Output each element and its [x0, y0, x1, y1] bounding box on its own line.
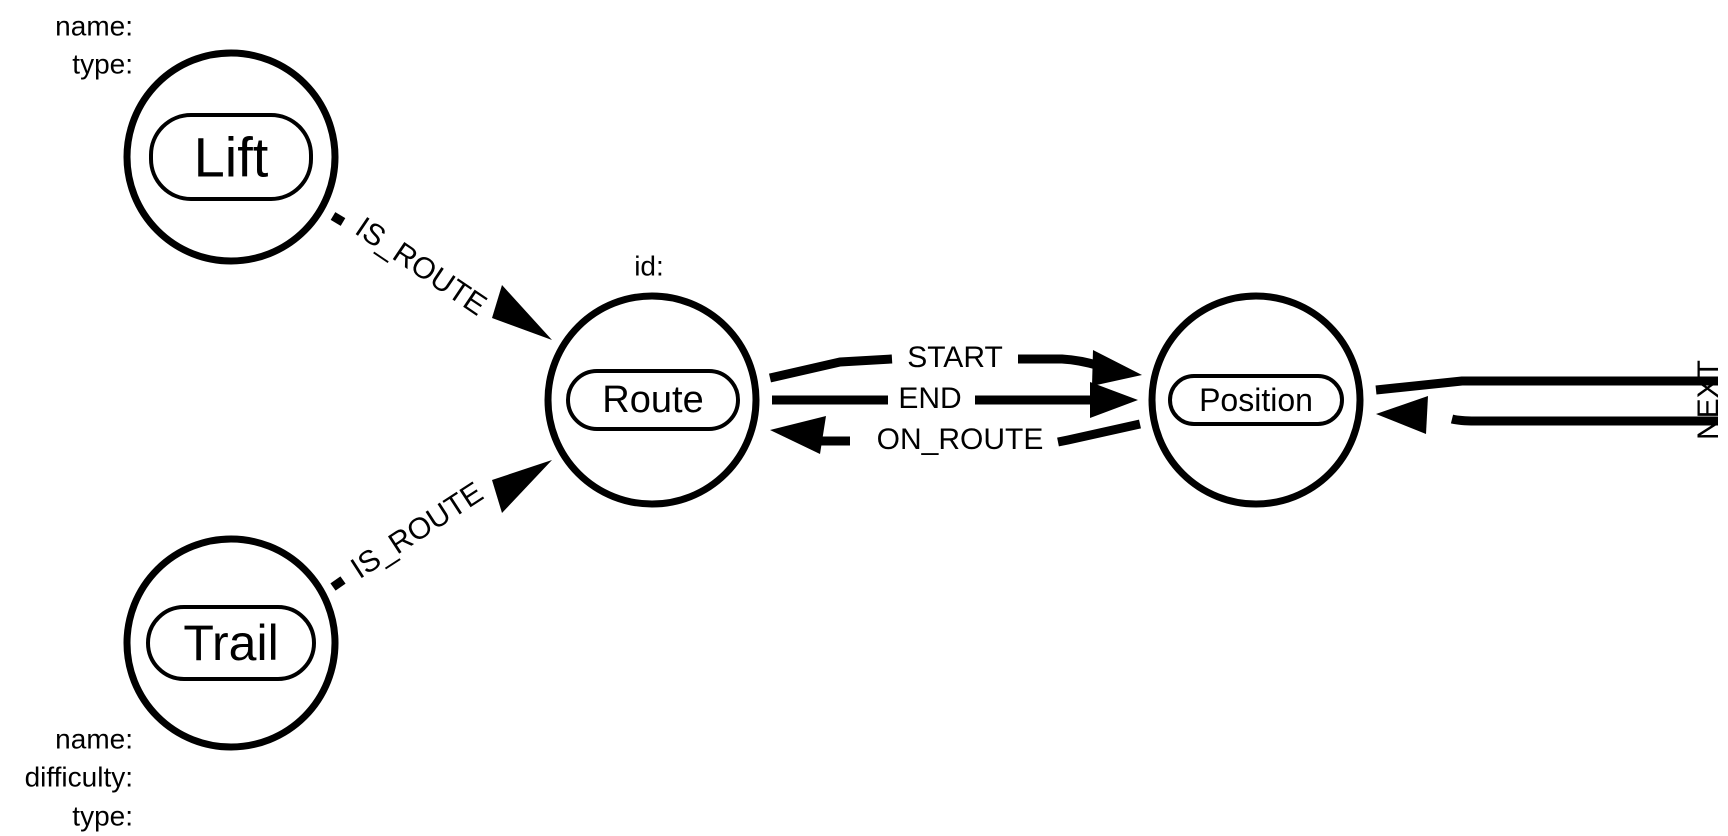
node-position[interactable]: Position	[1148, 292, 1364, 508]
edge-lift-is-route: IS_ROUTE	[330, 211, 552, 340]
node-lift[interactable]: Lift	[123, 49, 339, 265]
edge-start: START	[768, 341, 1142, 386]
node-label-pill-lift	[149, 113, 313, 201]
lift-property-name: name:	[55, 10, 133, 41]
edge-end: END	[772, 382, 1138, 418]
node-label-trail: Trail	[183, 615, 278, 671]
edge-label-on-route: ON_ROUTE	[877, 423, 1044, 456]
node-label-lift: Lift	[194, 126, 269, 189]
edge-label-lift-is-route: IS_ROUTE	[349, 211, 492, 322]
edge-label-start: START	[907, 341, 1003, 374]
node-label-pill-trail	[146, 605, 316, 681]
route-properties: id:	[634, 250, 664, 281]
edge-next: NEXT	[1375, 360, 1725, 440]
node-label-pill-position	[1168, 374, 1344, 426]
edge-trail-is-route: IS_ROUTE	[330, 460, 552, 591]
lift-properties: name: type:	[55, 10, 133, 79]
edge-label-trail-is-route: IS_ROUTE	[345, 476, 489, 585]
route-property-id: id:	[634, 250, 664, 281]
edge-label-next: NEXT	[1692, 360, 1725, 440]
node-label-pill-route	[566, 369, 740, 431]
edge-on-route: ON_ROUTE	[770, 416, 1141, 456]
trail-property-type: type:	[72, 800, 133, 831]
edge-label-end: END	[898, 382, 961, 415]
lift-property-type: type:	[72, 48, 133, 79]
node-label-position: Position	[1199, 382, 1313, 418]
node-trail[interactable]: Trail	[123, 535, 339, 751]
node-route[interactable]: Route	[544, 292, 760, 508]
trail-property-name: name:	[55, 723, 133, 754]
trail-properties: name: difficulty: type:	[25, 723, 133, 831]
trail-property-difficulty: difficulty:	[25, 761, 133, 792]
node-label-route: Route	[602, 379, 703, 421]
